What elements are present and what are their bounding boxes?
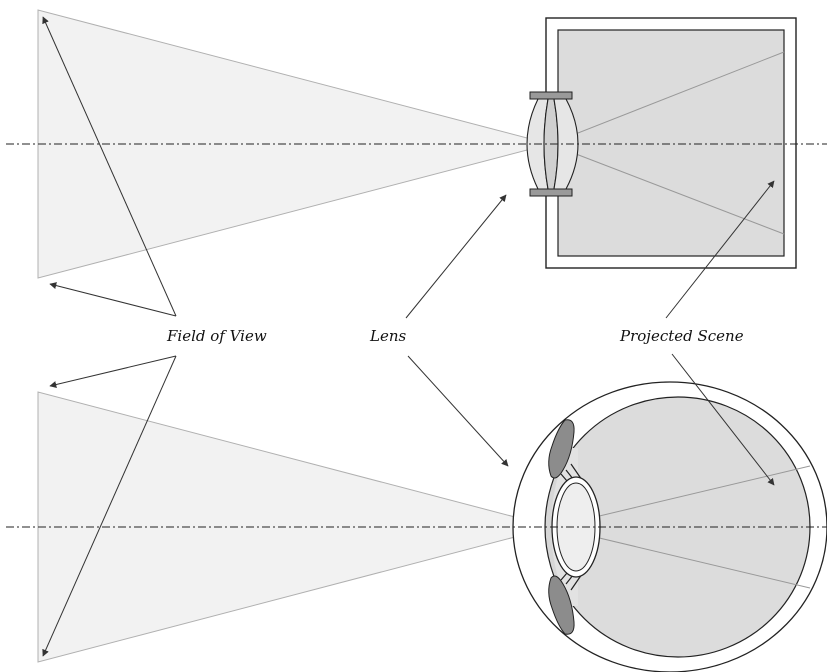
camera-ray-upper bbox=[549, 51, 785, 145]
fov-arrow-top-1 bbox=[42, 16, 177, 317]
lens-arrow-camera bbox=[405, 194, 507, 319]
fov-arrow-top-2 bbox=[49, 282, 177, 317]
annotation-arrows bbox=[42, 16, 775, 657]
eye-iris-lower bbox=[548, 575, 575, 635]
camera-ray-lower bbox=[549, 143, 785, 235]
camera-lens bbox=[526, 91, 579, 197]
eye-iris-upper bbox=[548, 419, 575, 479]
camera-group bbox=[6, 9, 827, 279]
projected-scene-label: Projected Scene bbox=[619, 327, 744, 345]
lens-barrel-top bbox=[529, 91, 573, 100]
fov-arrow-bottom-2 bbox=[42, 355, 177, 657]
lens-label: Lens bbox=[369, 327, 406, 345]
scene-arrow-camera bbox=[665, 180, 775, 319]
projected-scene-image-plane bbox=[557, 29, 785, 257]
scene-arrow-eye bbox=[671, 353, 775, 486]
fov-arrow-bottom-1 bbox=[49, 355, 177, 388]
lens-barrel-bottom bbox=[529, 188, 573, 197]
lens-arrow-eye bbox=[407, 355, 509, 467]
field-of-view-label: Field of View bbox=[166, 327, 267, 345]
eye-group bbox=[6, 381, 827, 672]
